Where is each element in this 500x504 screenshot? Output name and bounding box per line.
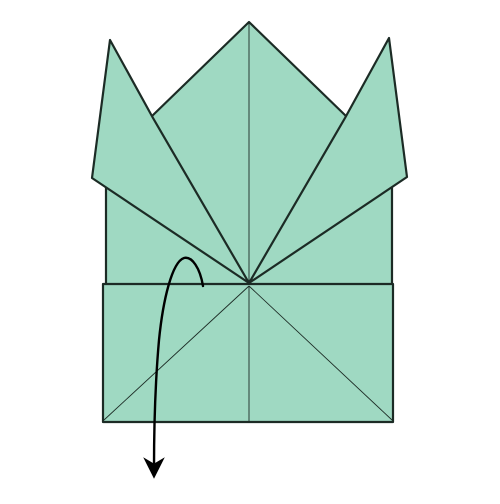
fold-down-arrow-icon	[143, 256, 205, 479]
lower-folded-panel	[101, 282, 395, 424]
lower-crease-left-diagonal	[103, 285, 250, 421]
lower-crease-right-diagonal	[248, 285, 393, 421]
